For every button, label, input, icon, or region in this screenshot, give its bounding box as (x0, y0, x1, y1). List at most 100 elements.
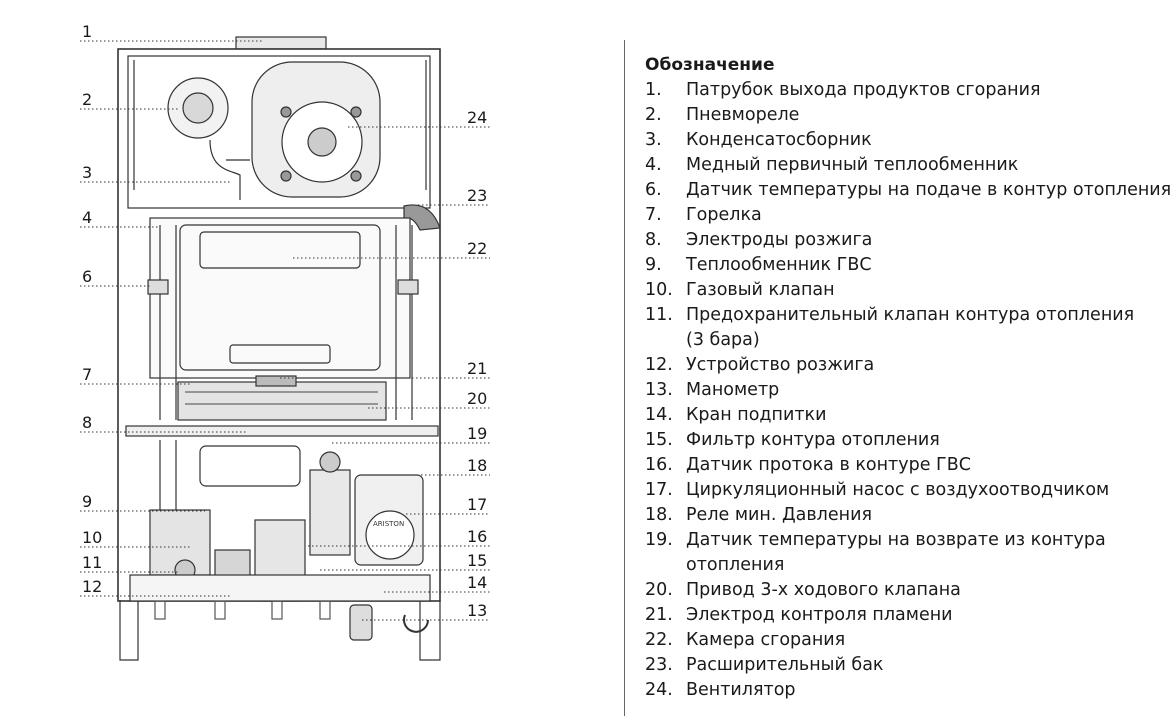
legend-item: 24.Вентилятор (645, 678, 1165, 703)
callout-20: 20 (467, 389, 488, 408)
callout-12: 12 (82, 577, 103, 596)
right-leg (419, 600, 441, 661)
burner (177, 381, 387, 421)
callout-9: 9 (82, 492, 93, 511)
condensate-trap (209, 139, 250, 200)
callout-13: 13 (467, 601, 488, 620)
legend-item-text: Фильтр контура отопления (686, 430, 940, 450)
legend-panel: Обозначение 1.Патрубок выхода продуктов … (645, 54, 1171, 703)
legend-item-number: 16. (645, 455, 673, 475)
legend-item-text: Предохранительный клапан контура отоплен… (686, 305, 1135, 325)
legend-item-number: 7. (645, 205, 662, 225)
legend-item-text: Устройство розжига (686, 355, 875, 375)
ignition-electrodes (255, 375, 297, 387)
legend-item-number: 21. (645, 605, 673, 625)
legend-item: 15. Фильтр контура отопления (645, 428, 1165, 453)
callout-18: 18 (467, 456, 488, 475)
legend-item: 10. Газовый клапан (645, 278, 1165, 303)
legend-item-text: Электроды розжига (686, 230, 873, 250)
callout-3: 3 (82, 163, 93, 182)
three-way-valve (309, 469, 351, 556)
legend-item-text: Камера сгорания (686, 630, 846, 650)
legend-item-continuation: (3 бара) (645, 328, 1165, 353)
callout-11: 11 (82, 553, 103, 572)
legend-item: 19. Датчик температуры на возврате из кон… (645, 528, 1165, 553)
callout-6: 6 (82, 267, 93, 286)
legend-item-number: 1. (645, 80, 662, 100)
legend-item: 7. Горелка (645, 203, 1165, 228)
callout-23: 23 (467, 186, 488, 205)
callout-8: 8 (82, 413, 93, 432)
legend-item-text: Конденсатосборник (686, 130, 872, 150)
legend-item-number: 12. (645, 355, 673, 375)
legend-item-number: 2. (645, 105, 662, 125)
legend-item-number: 14. (645, 405, 673, 425)
boiler-diagram: ARISTON (80, 22, 490, 661)
legend-item-text: Расширительный бак (686, 655, 884, 675)
legend-item-number: 8. (645, 230, 662, 250)
legend-item-number: 15. (645, 430, 673, 450)
callout-19: 19 (467, 424, 488, 443)
legend-item-text-cont: отопления (686, 555, 785, 575)
brand-label: ARISTON (373, 520, 404, 528)
primary-heat-exchanger (149, 217, 411, 379)
callout-2: 2 (82, 90, 93, 109)
callout-21: 21 (467, 359, 488, 378)
boiler-drawing: ARISTON (80, 36, 490, 661)
legend-item-text: Циркуляционный насос с воздухоотводчиком (686, 480, 1110, 500)
callout-15: 15 (467, 551, 488, 570)
legend-item-number: 23. (645, 655, 673, 675)
legend-item-text: Патрубок выхода продуктов сгорания (686, 80, 1041, 100)
legend-item: 13.Манометр (645, 378, 1165, 403)
callout-22: 22 (467, 239, 488, 258)
legend-item: 20. Привод 3-х ходового клапана (645, 578, 1165, 603)
legend-item-text: Электрод контроля пламени (686, 605, 953, 625)
legend-item: 3. Конденсатосборник (645, 128, 1165, 153)
filling-tap (403, 614, 429, 633)
vertical-divider (624, 40, 625, 716)
legend-item-number: 6. (645, 180, 662, 200)
pipe-stubs (154, 600, 331, 620)
manometer (349, 604, 373, 641)
legend-item-text: Кран подпитки (686, 405, 827, 425)
legend-item-number: 18. (645, 505, 673, 525)
dhw-heat-exchanger (199, 445, 301, 487)
callout-24: 24 (467, 108, 488, 127)
legend-item: 22. Камера сгорания (645, 628, 1165, 653)
combustion-chamber (179, 224, 381, 371)
legend-item-number: 9. (645, 255, 662, 275)
legend-item: 18.Реле мин. Давления (645, 503, 1165, 528)
legend-item-text: Датчик протока в контуре ГВС (686, 455, 971, 475)
legend-item: 1. Патрубок выхода продуктов сгорания (645, 78, 1165, 103)
return-pipe (395, 225, 413, 420)
legend-item: 6.Датчик температуры на подаче в контур … (645, 178, 1171, 203)
callout-17: 17 (467, 495, 488, 514)
legend-item: 23. Расширительный бак (645, 653, 1165, 678)
callout-16: 16 (467, 527, 488, 546)
legend-item-text: Датчик температуры на возврате из контур… (686, 530, 1106, 550)
legend-item: 21. Электрод контроля пламени (645, 603, 1165, 628)
legend-item: 4.Медный первичный теплообменник (645, 153, 1165, 178)
callout-1: 1 (82, 22, 93, 41)
callout-4: 4 (82, 208, 93, 227)
legend-item-text: Привод 3-х ходового клапана (686, 580, 961, 600)
legend-item-text: Горелка (686, 205, 762, 225)
legend-item-text: Газовый клапан (686, 280, 835, 300)
legend-item: 9.Теплообменник ГВС (645, 253, 1165, 278)
legend-item-number: 22. (645, 630, 673, 650)
legend-item: 12. Устройство розжига (645, 353, 1165, 378)
legend-item-text: Вентилятор (686, 680, 796, 700)
flow-pipe (159, 225, 177, 420)
callout-14: 14 (467, 573, 488, 592)
callout-10: 10 (82, 528, 103, 547)
leader-lines (80, 40, 490, 621)
legend-item-number: 19. (645, 530, 673, 550)
gas-valve (254, 519, 306, 586)
flow-sensor (147, 279, 169, 295)
legend-item-number: 20. (645, 580, 673, 600)
legend-item: 8. Электроды розжига (645, 228, 1165, 253)
legend-item-number: 3. (645, 130, 662, 150)
legend-item-number: 10. (645, 280, 673, 300)
legend-item-text: Медный первичный теплообменник (686, 155, 1019, 175)
